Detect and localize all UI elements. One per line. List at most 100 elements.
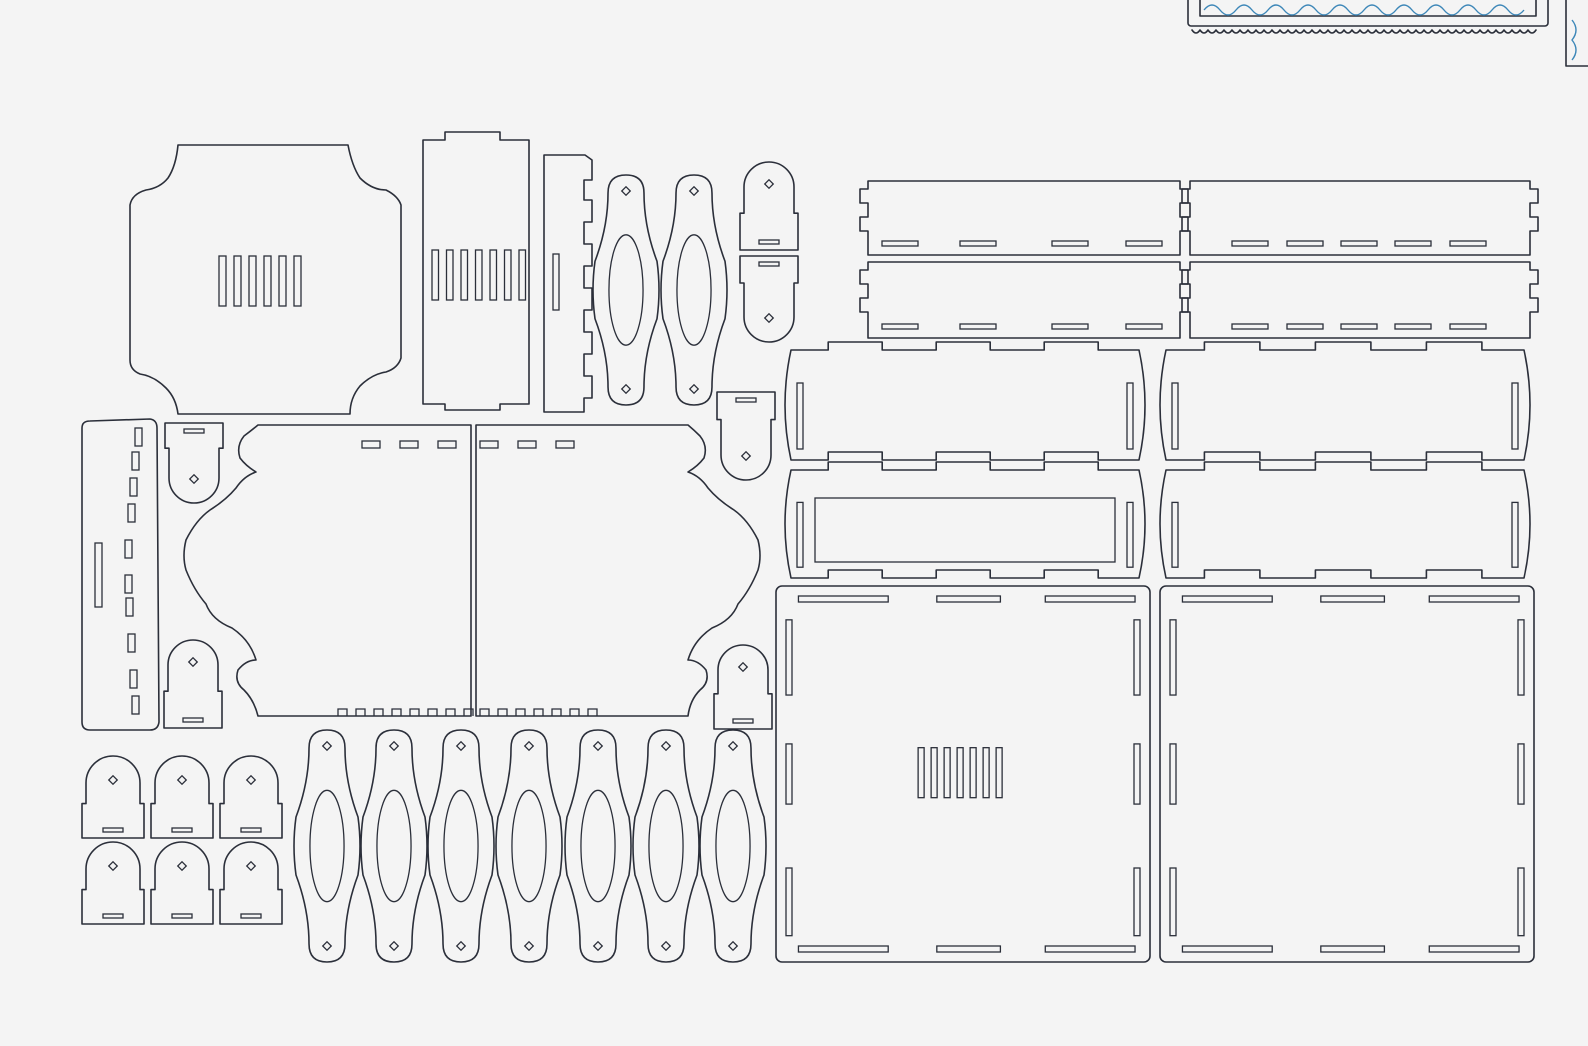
pin-hole bbox=[620, 185, 632, 197]
tab-slot bbox=[758, 239, 780, 245]
board-outline bbox=[859, 261, 1189, 339]
wave-panel-right bbox=[475, 424, 761, 717]
pin-hole bbox=[321, 940, 333, 952]
board-slot bbox=[1231, 323, 1269, 330]
hinge-tab bbox=[739, 255, 799, 343]
vertical-slot bbox=[431, 249, 440, 301]
wave-panel-left bbox=[183, 424, 474, 717]
oval-handle bbox=[564, 729, 632, 963]
handle-outline bbox=[293, 729, 361, 963]
base-slot bbox=[1169, 743, 1177, 805]
base-slot bbox=[797, 945, 889, 953]
clamp-end-slot bbox=[796, 382, 804, 450]
pin-hole bbox=[188, 473, 200, 485]
pin-hole bbox=[455, 940, 467, 952]
base-board bbox=[775, 585, 1151, 963]
hinge-tab bbox=[739, 161, 799, 251]
pin-hole bbox=[763, 178, 775, 190]
clamp-frame bbox=[784, 341, 1146, 461]
hinge-tab bbox=[81, 841, 145, 925]
oval-handle bbox=[360, 729, 428, 963]
oval-handle bbox=[660, 174, 728, 406]
long-side-board bbox=[1181, 261, 1539, 339]
long-side-board-group bbox=[859, 180, 1539, 339]
tab-slot bbox=[102, 827, 124, 833]
handle-grip-hole bbox=[511, 789, 547, 903]
vertical-slot bbox=[218, 255, 227, 307]
base-slot bbox=[1133, 867, 1141, 937]
vertical-slot bbox=[518, 249, 527, 301]
pin-hole bbox=[727, 740, 739, 752]
tilted-slot bbox=[127, 503, 136, 523]
edge-notch-row bbox=[479, 708, 598, 716]
tab-outline bbox=[81, 841, 145, 925]
clamp-end-slot bbox=[1511, 382, 1519, 450]
oval-handle bbox=[699, 729, 767, 963]
pin-hole bbox=[763, 312, 775, 324]
base-outline bbox=[775, 585, 1151, 963]
tab-outline bbox=[163, 639, 223, 729]
clamp-end-slot bbox=[1171, 382, 1179, 450]
base-slot bbox=[1181, 595, 1273, 603]
vent-slot bbox=[995, 747, 1003, 799]
pin-hole bbox=[245, 774, 257, 786]
pin-hole bbox=[740, 450, 752, 462]
base-slot bbox=[785, 743, 793, 805]
oval-handle bbox=[632, 729, 700, 963]
vent-slot bbox=[969, 747, 977, 799]
board-slot bbox=[1340, 240, 1378, 247]
side-slot-group bbox=[94, 427, 143, 715]
hinge-tab bbox=[150, 841, 214, 925]
board-slot bbox=[959, 240, 997, 247]
tab-outline bbox=[81, 755, 145, 839]
pin-hole bbox=[321, 740, 333, 752]
handle-outline bbox=[360, 729, 428, 963]
comb-side-strip bbox=[543, 154, 593, 413]
vertical-slot bbox=[233, 255, 242, 307]
pin-hole bbox=[523, 740, 535, 752]
vent-slot bbox=[956, 747, 964, 799]
base-slot bbox=[1320, 595, 1386, 603]
hinge-tab bbox=[163, 639, 223, 729]
pin-hole bbox=[176, 860, 188, 872]
clamp-outline bbox=[1159, 341, 1531, 461]
vertical-slot bbox=[460, 249, 469, 301]
ornament-preview-tile bbox=[1187, 0, 1549, 34]
base-slot bbox=[1181, 945, 1273, 953]
tilted-slot bbox=[134, 427, 143, 447]
tab-outline bbox=[739, 161, 799, 251]
base-slot bbox=[1428, 595, 1520, 603]
tab-outline bbox=[150, 841, 214, 925]
vertical-slot bbox=[293, 255, 302, 307]
pin-hole bbox=[455, 740, 467, 752]
clamp-end-slot bbox=[1171, 501, 1179, 568]
base-slot bbox=[1044, 945, 1136, 953]
tab-slot bbox=[183, 428, 205, 434]
tab-outline bbox=[219, 755, 283, 839]
wave-right-slot-group bbox=[479, 440, 598, 716]
board-slot bbox=[1125, 323, 1163, 330]
oval-handle bbox=[495, 729, 563, 963]
horizontal-slot bbox=[361, 440, 381, 449]
pin-hole bbox=[688, 185, 700, 197]
base-outline bbox=[1159, 585, 1535, 963]
pin-hole bbox=[737, 661, 749, 673]
base-slot bbox=[1133, 619, 1141, 696]
clamp-end-slot bbox=[1511, 501, 1519, 568]
base-slot bbox=[785, 867, 793, 937]
base-board bbox=[1159, 585, 1535, 963]
oval-handle bbox=[293, 729, 361, 963]
handle-outline bbox=[592, 174, 660, 406]
tilted-slot bbox=[125, 597, 134, 617]
clamp-frame-group bbox=[784, 341, 1531, 579]
vent-slot bbox=[982, 747, 990, 799]
tab-outline bbox=[716, 391, 776, 481]
hinge-tab bbox=[219, 755, 283, 839]
pin-hole bbox=[620, 383, 632, 395]
hinge-tab bbox=[713, 644, 773, 730]
handle-outline bbox=[495, 729, 563, 963]
handle-grip-hole bbox=[715, 789, 751, 903]
horizontal-slot bbox=[399, 440, 419, 449]
handle-outline bbox=[660, 174, 728, 406]
